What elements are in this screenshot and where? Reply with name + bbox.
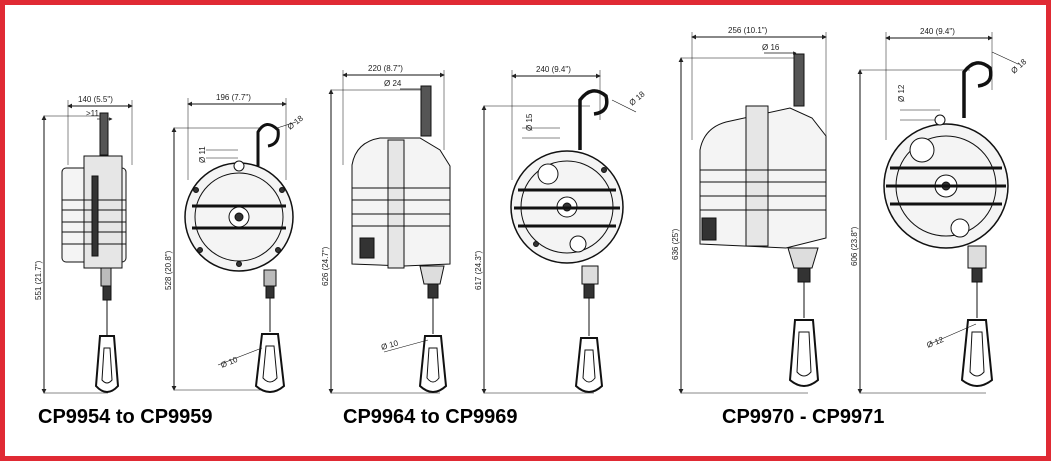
g2-front-width: 240 (9.4") — [536, 65, 571, 74]
g3-side-shaft: Ø 16 — [762, 43, 780, 52]
g1-side-width: 140 (5.5") — [78, 95, 113, 104]
g2-side-height: 626 (24.7") — [321, 246, 330, 286]
g2-side-shaft: Ø 24 — [384, 79, 402, 88]
g1-front-hook-throat: Ø 11 — [198, 146, 207, 163]
g1-front-eye: Ø 10 — [219, 355, 239, 370]
g3-front-height: 606 (23.8") — [850, 226, 859, 266]
model-label-cp9954: CP9954 to CP9959 — [38, 406, 213, 428]
side-view-cp9954 — [41, 100, 133, 394]
g3-side-height: 636 (25') — [671, 228, 680, 260]
g3-front-width: 240 (9.4") — [920, 27, 955, 36]
g1-front-width: 196 (7.7") — [216, 93, 251, 102]
g2-side-width: 220 (8.7") — [368, 64, 403, 73]
front-view-cp9954 — [171, 98, 297, 393]
g3-side-width: 256 (10.1") — [728, 26, 768, 35]
g3-front-eye: Ø 12 — [925, 335, 945, 350]
model-label-cp9970: CP9970 - CP9971 — [722, 406, 885, 428]
g2-front-hook-throat: Ø 15 — [525, 113, 534, 131]
g2-front-height: 617 (24.3") — [474, 250, 483, 290]
g2-front-hook-opening: Ø 18 — [628, 89, 647, 107]
g2-side-eye: Ø 10 — [380, 338, 400, 352]
g1-side-height: 551 (21.7") — [34, 260, 43, 300]
g1-front-height: 528 (20.8") — [164, 250, 173, 290]
front-view-cp9964 — [481, 70, 637, 394]
g1-side-hook-gap: >11 — [86, 109, 100, 118]
side-view-cp9970 — [678, 32, 827, 394]
g1-front-hook-opening: Ø 18 — [286, 113, 306, 131]
front-view-cp9970 — [857, 32, 1019, 394]
g3-front-hook-opening: Ø 18 — [1009, 57, 1028, 76]
side-view-cp9964 — [328, 70, 451, 394]
model-label-cp9964: CP9964 to CP9969 — [343, 406, 518, 428]
g3-front-hook-throat: Ø 12 — [897, 84, 906, 102]
